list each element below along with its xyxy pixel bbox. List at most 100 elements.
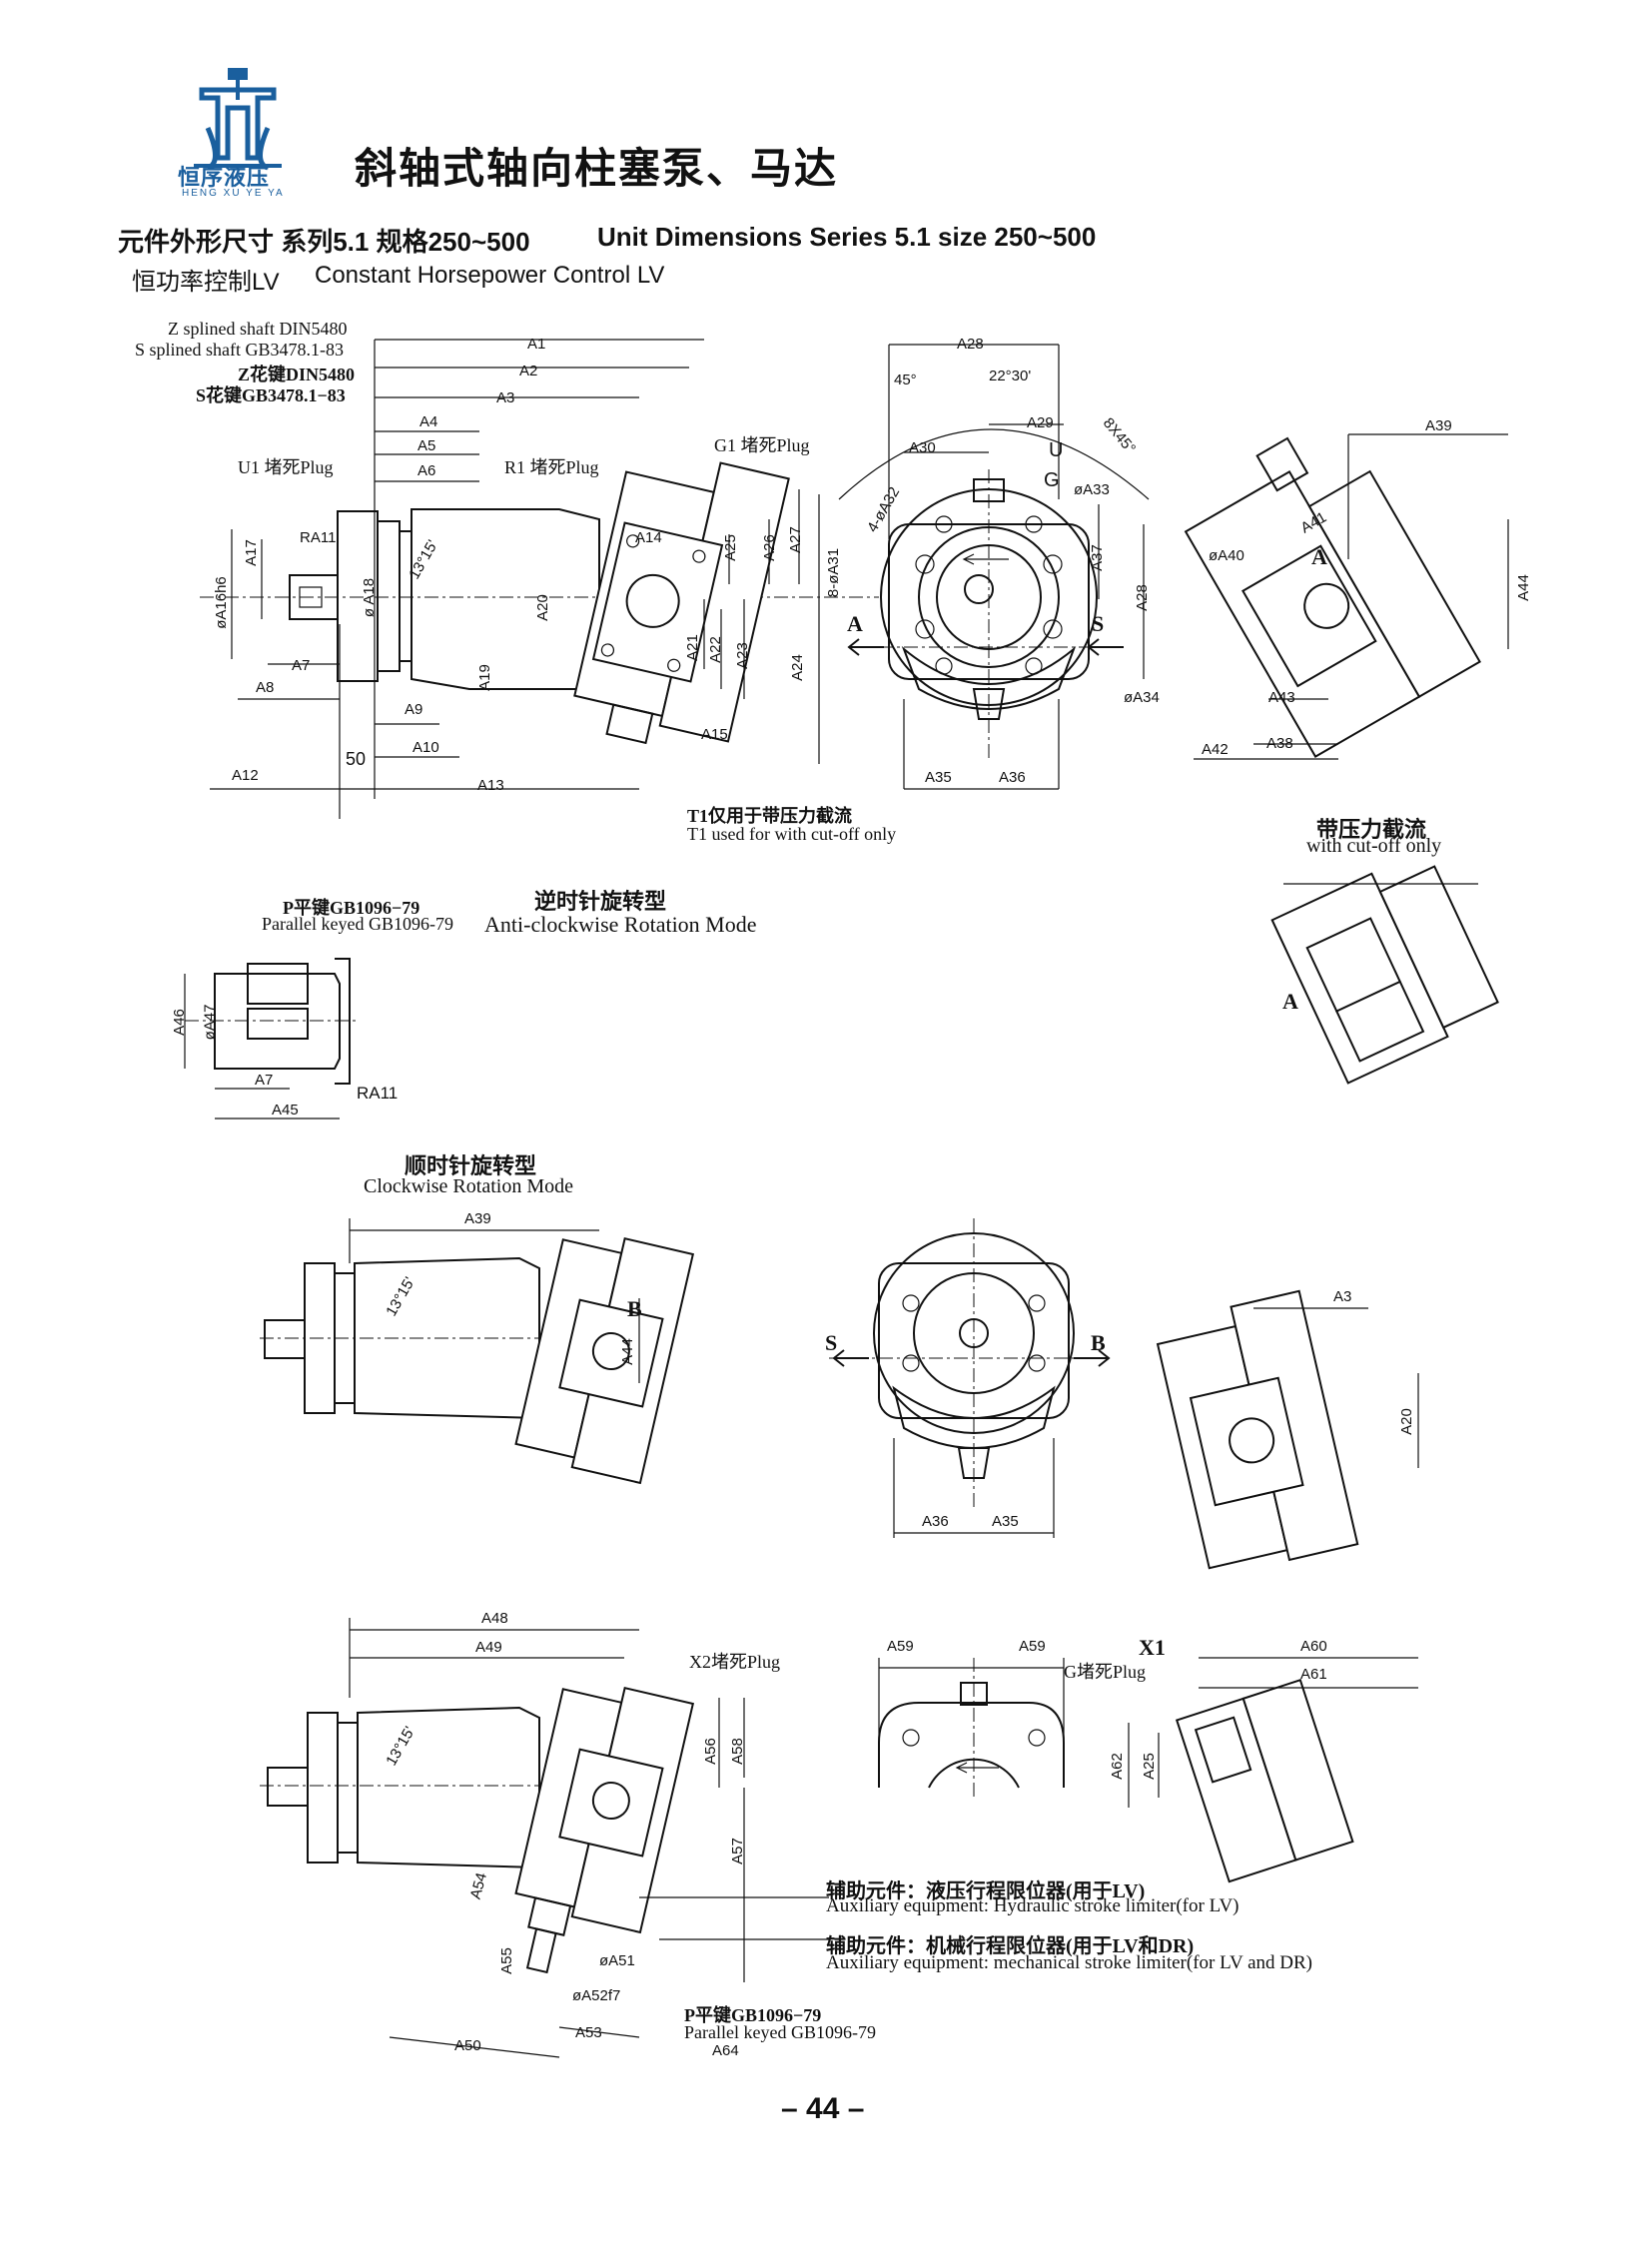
dim-oa47: øA47 <box>201 1004 219 1041</box>
side-view-pump <box>200 339 879 819</box>
plug-g: G堵死Plug <box>1064 1662 1147 1682</box>
aux1-cn: 辅助元件：液压行程限位器(用于LV) <box>826 1880 1146 1902</box>
dim-u: U <box>1049 439 1064 461</box>
dim-a42: A42 <box>1202 741 1229 758</box>
dim-a43: A43 <box>1268 689 1295 706</box>
view-letter-a-right: A <box>1311 544 1327 569</box>
view-letter-s-cw: S <box>825 1330 838 1355</box>
dim-a55: A55 <box>497 1947 515 1974</box>
dim-a7-key: A7 <box>255 1072 274 1089</box>
dim-a20-cw: A20 <box>1397 1408 1415 1435</box>
t1-note-cn: T1仅用于带压力截流 <box>687 806 853 826</box>
dim-a10: A10 <box>413 739 439 756</box>
dim-a28-v: A28 <box>1133 584 1151 611</box>
clockwise-en: Clockwise Rotation Mode <box>364 1175 573 1197</box>
clockwise-cn: 顺时针旋转型 <box>405 1153 537 1178</box>
control-cn: 恒功率控制LV <box>132 269 280 296</box>
aux2-en: Auxiliary equipment: mechanical stroke l… <box>826 1952 1313 1973</box>
dim-oa52f7: øA52f7 <box>572 1987 621 2004</box>
dim-a12: A12 <box>232 767 259 784</box>
dim-a62: A62 <box>1108 1753 1126 1780</box>
plug-x2: X2堵死Plug <box>689 1652 781 1672</box>
anti-clockwise-en: Anti-clockwise Rotation Mode <box>484 912 757 937</box>
dim-a56: A56 <box>701 1738 719 1765</box>
subtitle-en: Unit Dimensions Series 5.1 size 250~500 <box>597 222 1097 252</box>
angle-22: 22°30' <box>989 368 1032 384</box>
dim-a9: A9 <box>405 701 423 718</box>
dim-oa51: øA51 <box>599 1952 635 1969</box>
dim-a25-bottom: A25 <box>1140 1753 1158 1780</box>
dim-a39-cw: A39 <box>464 1210 491 1227</box>
page-title: 斜轴式轴向柱塞泵、马达 <box>355 144 839 193</box>
dim-a48: A48 <box>481 1610 508 1627</box>
dim-a21: A21 <box>683 634 701 661</box>
logo-subtitle: HENG XU YE YA <box>182 188 285 199</box>
dim-oa33: øA33 <box>1074 481 1110 498</box>
dim-a36: A36 <box>999 769 1026 786</box>
dim-a28: A28 <box>957 336 984 353</box>
dim-a35: A35 <box>925 769 952 786</box>
dim-oa34: øA34 <box>1124 689 1160 706</box>
aux-front-view <box>878 1658 1065 1798</box>
dim-a18: ø A18 <box>361 577 379 618</box>
dim-a64: A64 <box>712 2042 739 2059</box>
dim-g: G <box>1044 469 1060 491</box>
dim-a24: A24 <box>788 654 806 681</box>
dim-a30: A30 <box>909 439 936 456</box>
page-number: – 44 – <box>781 2092 865 2125</box>
dim-a14: A14 <box>635 529 662 546</box>
cw-side-view <box>260 1218 695 1485</box>
aux-side-view <box>260 1618 829 2058</box>
shaft-note-s-en: S splined shaft GB3478.1-83 <box>135 340 344 360</box>
dim-a25: A25 <box>721 534 739 561</box>
cw-front-view <box>829 1218 1111 1538</box>
company-logo <box>188 68 288 198</box>
dim-a59-right: A59 <box>1019 1638 1046 1655</box>
dim-a5: A5 <box>417 437 436 454</box>
front-view-flange <box>838 344 1150 790</box>
dim-a59-left: A59 <box>887 1638 914 1655</box>
parallel-key-en: Parallel keyed GB1096-79 <box>262 914 453 934</box>
dim-a16h6: øA16h6 <box>212 576 230 629</box>
view-letter-b-side: B <box>627 1296 642 1321</box>
dim-a35-cw: A35 <box>992 1513 1019 1530</box>
dim-a58: A58 <box>728 1738 746 1765</box>
dim-a53: A53 <box>575 2024 602 2041</box>
dim-a7: A7 <box>292 657 311 674</box>
aux1-en: Auxiliary equipment: Hydraulic stroke li… <box>826 1895 1239 1916</box>
plug-r1: R1 堵死Plug <box>504 457 599 477</box>
plug-u1: U1 堵死Plug <box>238 457 334 477</box>
aux-right-view <box>1128 1657 1418 1883</box>
dim-a1: A1 <box>527 336 546 353</box>
dim-a45: A45 <box>272 1102 299 1119</box>
dim-a22: A22 <box>706 636 724 663</box>
control-en: Constant Horsepower Control LV <box>315 262 665 289</box>
dim-a39-top: A39 <box>1425 417 1452 434</box>
dim-a3: A3 <box>496 389 515 406</box>
dim-a38: A38 <box>1266 735 1293 752</box>
dim-a26: A26 <box>760 534 778 561</box>
view-letter-s-top: S <box>1092 611 1105 636</box>
dim-a8: A8 <box>256 679 275 696</box>
dim-oa40: øA40 <box>1209 547 1244 564</box>
dim-a17: A17 <box>242 539 260 566</box>
dim-a27: A27 <box>786 526 804 553</box>
anti-clockwise-cn: 逆时针旋转型 <box>534 889 667 914</box>
dim-a37: A37 <box>1088 544 1106 571</box>
dim-a49: A49 <box>475 1639 502 1656</box>
aux2-cn: 辅助元件：机械行程限位器(用于LV和DR) <box>826 1935 1195 1957</box>
shaft-note-z-en: Z splined shaft DIN5480 <box>168 319 348 339</box>
dim-ra11: RA11 <box>300 529 337 546</box>
t1-note-en: T1 used for with cut-off only <box>687 824 897 844</box>
dim-a61: A61 <box>1300 1666 1327 1683</box>
dim-a44-cw: A44 <box>618 1338 636 1365</box>
parallel-key-cn: P平键GB1096−79 <box>283 898 420 918</box>
subtitle-cn: 元件外形尺寸 系列5.1 规格250~500 <box>118 227 530 257</box>
dim-a13: A13 <box>477 777 504 794</box>
dim-a60: A60 <box>1300 1638 1327 1655</box>
key-detail <box>184 958 360 1120</box>
dim-ra11-key: RA11 <box>357 1084 399 1103</box>
dim-a44: A44 <box>1514 574 1532 601</box>
plug-g1: G1 堵死Plug <box>714 435 810 455</box>
